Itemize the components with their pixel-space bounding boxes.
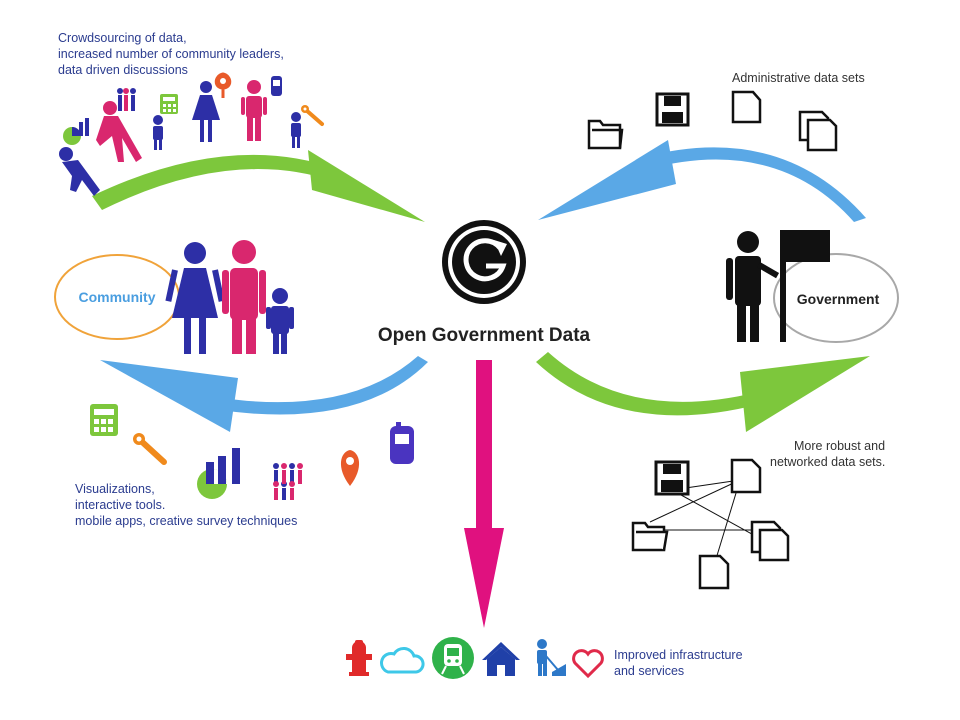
- visualizations-line-2: interactive tools.: [75, 498, 166, 512]
- pie-chart-icon: [63, 118, 89, 145]
- visualizations-note: Visualizations, interactive tools. mobil…: [75, 481, 297, 529]
- green-arrow-top-left: [92, 150, 425, 222]
- person-blue-icon: [59, 147, 100, 196]
- woman-icon: [192, 81, 220, 142]
- floppy-disk-icon: [655, 92, 690, 127]
- map-pin-icon: [214, 72, 232, 98]
- folder-icon: [631, 521, 669, 552]
- man-pink-icon: [241, 80, 267, 141]
- open-data-logo-icon: [442, 220, 526, 304]
- document-icon: [730, 458, 762, 494]
- floppy-disk-icon: [654, 460, 690, 496]
- improved-line-1: Improved infrastructure: [614, 648, 743, 662]
- map-pin-icon: [340, 450, 360, 486]
- folder-icon: [587, 119, 624, 150]
- official-with-flag-icon: [726, 230, 830, 342]
- documents-icon: [750, 520, 790, 562]
- bar-chart-icon: [197, 448, 240, 499]
- government-ring: [773, 253, 899, 343]
- person-pink-icon: [96, 101, 142, 162]
- robust-note: More robust and networked data sets.: [770, 438, 885, 470]
- people-group-icon: [117, 88, 136, 111]
- blue-arrow-top-right: [538, 140, 866, 222]
- robust-line-1: More robust and: [794, 439, 886, 453]
- robust-line-2: networked data sets.: [770, 455, 886, 469]
- center-title: Open Government Data: [378, 325, 591, 346]
- house-icon: [482, 642, 520, 676]
- document-icon: [698, 554, 730, 590]
- visualizations-line-3: mobile apps, creative survey techniques: [75, 514, 298, 528]
- document-icon: [731, 90, 762, 124]
- phone-icon: [271, 76, 282, 96]
- train-icon: [432, 637, 474, 679]
- community-label: Community: [79, 289, 156, 305]
- calculator-icon: [90, 404, 118, 436]
- crowdsourcing-line-2: increased number of community leaders,: [58, 47, 284, 61]
- crowdsourcing-line-1: Crowdsourcing of data,: [58, 31, 187, 45]
- documents-icon: [798, 110, 838, 152]
- child-figure-icon: [266, 288, 294, 354]
- heart-icon: [572, 649, 604, 679]
- fire-hydrant-icon: [346, 640, 372, 676]
- government-label: Government: [797, 291, 880, 307]
- crowdsourcing-line-3: data driven discussions: [58, 63, 188, 77]
- person-blue-small-icon: [153, 115, 163, 150]
- people-group-icon: [273, 463, 303, 500]
- woman-figure-icon: [165, 242, 225, 354]
- phone-icon: [390, 422, 414, 464]
- magenta-arrow-down: [464, 360, 504, 628]
- wrench-icon: [301, 105, 324, 126]
- improved-note: Improved infrastructure and services: [614, 647, 743, 679]
- blue-arrow-bottom-left: [100, 356, 428, 432]
- calculator-icon: [160, 94, 178, 114]
- improved-line-2: and services: [614, 664, 685, 678]
- crowdsourcing-note: Crowdsourcing of data, increased number …: [58, 30, 284, 78]
- green-arrow-bottom-right: [536, 352, 870, 432]
- worker-icon: [537, 639, 566, 676]
- wrench-icon: [133, 433, 167, 465]
- visualizations-line-1: Visualizations,: [75, 482, 155, 496]
- cloud-icon: [380, 647, 425, 674]
- person-small-icon: [291, 112, 301, 148]
- man-figure-icon: [222, 240, 266, 354]
- administrative-note: Administrative data sets: [732, 71, 865, 85]
